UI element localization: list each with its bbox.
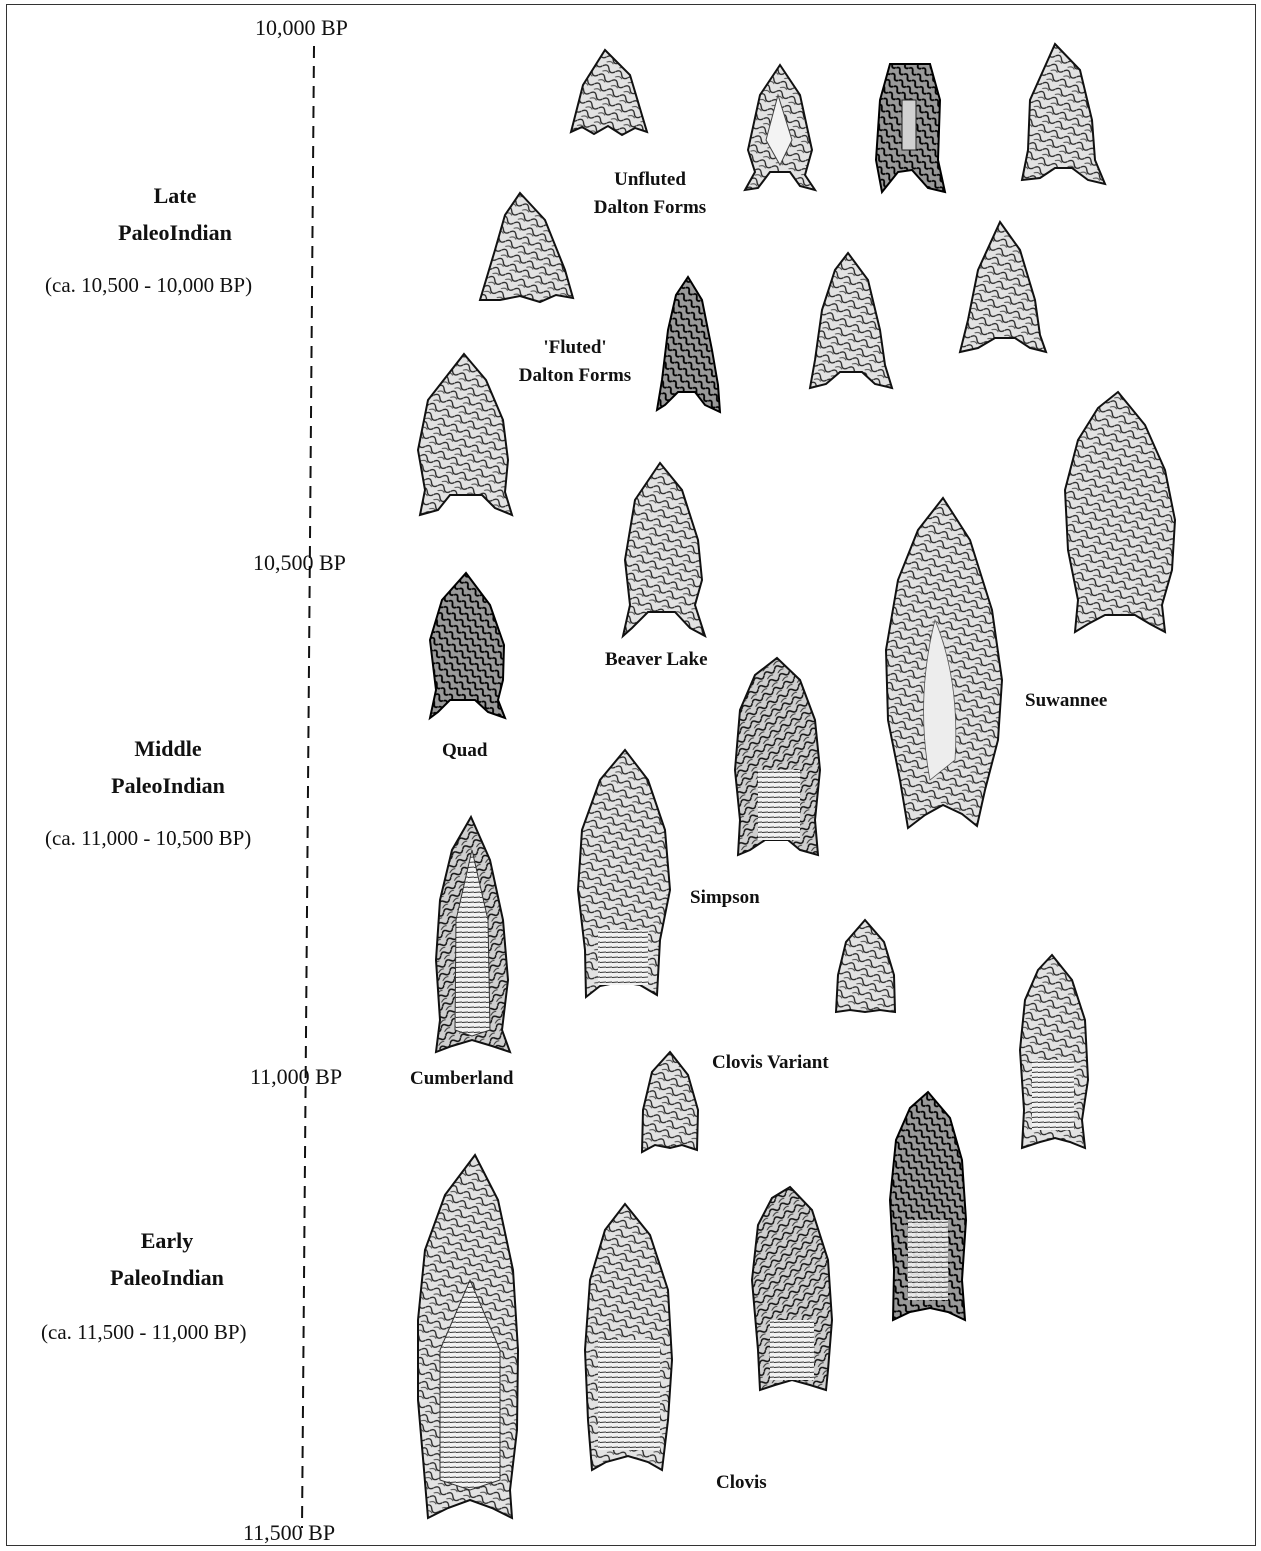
point-clovis-3 [752,1187,832,1390]
point-suwannee-1 [886,498,1002,828]
label-simpson: Simpson [690,884,760,912]
point-simpson [578,750,670,997]
point-fluted-dalton-4 [960,222,1046,352]
point-clovis-variant-1 [836,920,895,1012]
label-clovis: Clovis [716,1469,767,1497]
point-clovis-variant-2 [642,1052,698,1152]
label-cumberland: Cumberland [410,1065,513,1093]
point-unfluted-dalton-1 [571,50,647,135]
point-clovis-2 [585,1204,672,1470]
label-unfluted-dalton-line2: Dalton Forms [575,194,725,222]
point-clovis-dark [890,1092,966,1320]
point-unfluted-dalton-2 [745,65,815,190]
point-fluted-dalton-2 [657,277,720,412]
point-cumberland [436,817,510,1052]
label-fluted-dalton-line1: 'Fluted' [500,334,650,362]
label-quad: Quad [442,737,487,765]
label-beaver-lake: Beaver Lake [605,646,708,674]
label-suwannee: Suwannee [1025,687,1107,715]
label-fluted-dalton: 'Fluted' Dalton Forms [500,334,650,390]
point-fluted-dalton-3 [810,253,892,388]
point-suwannee-2 [1065,392,1175,632]
point-quad [430,573,505,718]
label-fluted-dalton-line2: Dalton Forms [500,362,650,390]
point-unfluted-dalton-3 [876,64,945,192]
label-unfluted-dalton-line1: Unfluted [575,166,725,194]
point-suwannee-3 [735,658,820,855]
label-unfluted-dalton: Unfluted Dalton Forms [575,166,725,222]
point-clovis-right [1020,955,1088,1148]
label-clovis-variant: Clovis Variant [712,1049,829,1077]
point-clovis-1 [418,1155,518,1518]
point-beaver-lake [623,463,705,636]
point-dalton-large [418,354,512,515]
point-fluted-dalton-1 [480,193,573,302]
point-unfluted-dalton-4 [1022,44,1105,184]
